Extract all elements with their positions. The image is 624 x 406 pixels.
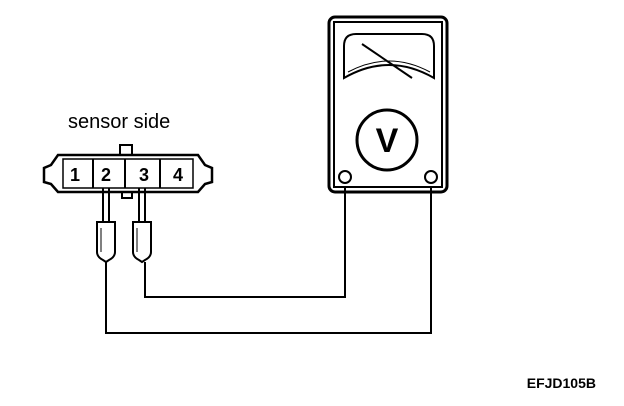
figure-code: EFJD105B — [527, 375, 596, 391]
pin-3-label: 3 — [139, 165, 149, 185]
voltmeter: V — [327, 15, 449, 194]
voltage-dial — [355, 108, 419, 172]
sensor-connector: 1 2 3 4 — [42, 144, 214, 199]
lead-wire-pin-3 — [144, 183, 346, 298]
lead-wire-pin-2 — [105, 183, 432, 334]
negative-terminal — [338, 170, 352, 184]
probe-pin-2 — [96, 188, 116, 264]
probe-pin-3 — [132, 188, 152, 264]
sensor-side-label: sensor side — [68, 111, 170, 133]
pin-4-label: 4 — [173, 165, 183, 185]
pin-1-label: 1 — [70, 165, 80, 185]
gauge-needle — [361, 43, 413, 79]
positive-terminal — [424, 170, 438, 184]
gauge-window — [343, 33, 435, 80]
pin-2-label: 2 — [101, 165, 111, 185]
voltage-symbol: V — [376, 122, 399, 160]
